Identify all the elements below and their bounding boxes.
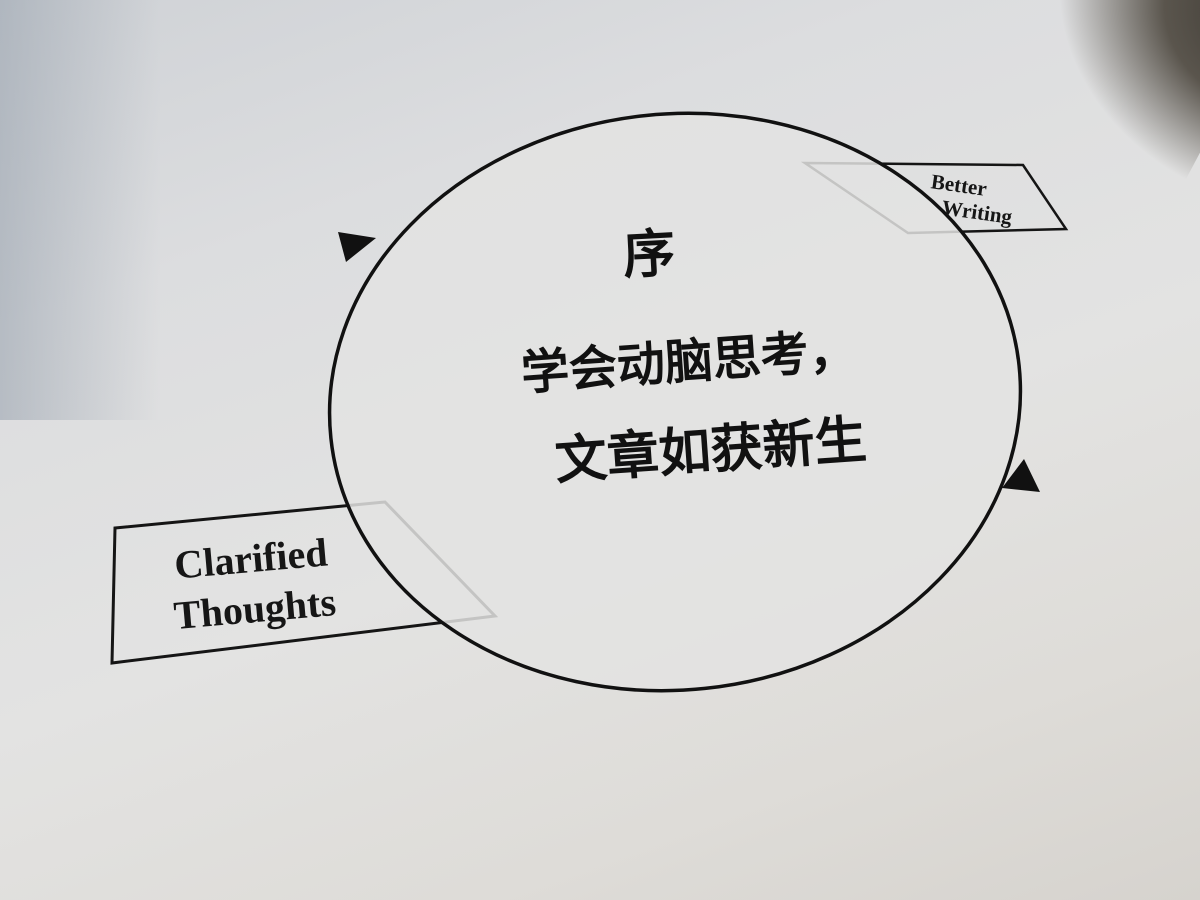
cycle-circle	[327, 111, 1023, 693]
arrowhead-top-left	[338, 232, 376, 262]
arrowhead-right	[1002, 459, 1040, 492]
clarified-thoughts-line-2: Thoughts	[172, 579, 338, 638]
center-title: 序	[622, 223, 677, 287]
better-writing-line-1: Better	[930, 169, 989, 201]
clarified-thoughts-line-1: Clarified	[172, 529, 329, 587]
window-light-shade	[0, 0, 160, 420]
